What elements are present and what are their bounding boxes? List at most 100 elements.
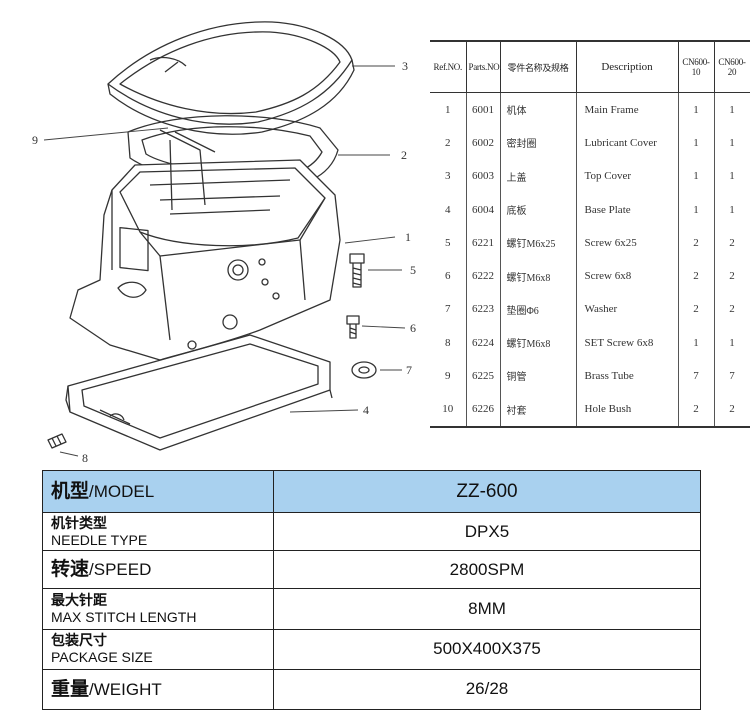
callout-7: 7 [406, 363, 412, 377]
leader-lines [43, 65, 406, 457]
parts-cell-part: 6001 [466, 92, 501, 127]
parts-cell-ref: 5 [430, 226, 467, 260]
parts-cell-ref: 3 [430, 159, 467, 193]
parts-cell-cn: 底板 [500, 192, 577, 227]
parts-cell-q1: 1 [678, 126, 715, 160]
callout-3: 3 [402, 59, 408, 73]
set-screw-8-part [47, 433, 67, 449]
spec-label-weight-en: /WEIGHT [89, 679, 162, 699]
spec-value-needle: DPX5 [273, 512, 701, 552]
main-frame-part [69, 159, 341, 361]
parts-cell-desc: Base Plate [576, 192, 679, 227]
parts-cell-q2: 1 [714, 126, 750, 160]
parts-cell-cn: 螺钉M6x8 [500, 259, 577, 293]
parts-cell-q2: 2 [714, 226, 750, 260]
parts-cell-ref: 7 [430, 292, 467, 326]
parts-cell-q2: 2 [714, 392, 750, 429]
parts-cell-desc: Lubricant Cover [576, 126, 679, 160]
parts-cell-ref: 8 [430, 326, 467, 360]
header-cn600-10: CN600-10 [678, 40, 715, 93]
screw-6-part [346, 315, 360, 339]
callout-6: 6 [410, 321, 416, 335]
parts-table-header: Ref.NO. Parts.NO. 零件名称及规格 Description CN… [430, 40, 750, 93]
spec-row-weight: 重量/WEIGHT 26/28 [42, 668, 701, 711]
spec-label-model: 机型/MODEL [42, 469, 274, 514]
parts-cell-desc: Brass Tube [576, 359, 679, 393]
parts-cell-q1: 1 [678, 159, 715, 193]
callout-5: 5 [410, 263, 416, 277]
header-cn600-20: CN600-20 [714, 40, 750, 93]
parts-cell-q2: 1 [714, 326, 750, 360]
callout-9: 9 [32, 133, 38, 147]
spec-label-package-cn: 包装尺寸 [51, 632, 107, 649]
spec-label-stitch-cn: 最大针距 [51, 592, 107, 609]
parts-cell-part: 6226 [466, 392, 501, 429]
parts-cell-q2: 1 [714, 92, 750, 127]
parts-cell-q1: 1 [678, 192, 715, 227]
spec-value-speed: 2800SPM [273, 550, 701, 590]
parts-cell-cn: 螺钉M6x8 [500, 326, 577, 360]
spec-label-package-en: PACKAGE SIZE [51, 649, 153, 666]
parts-cell-desc: Hole Bush [576, 392, 679, 429]
exploded-diagram-svg: 1 2 3 4 6 7 8 9 5 [32, 21, 416, 465]
parts-cell-desc: Main Frame [576, 92, 679, 127]
spec-label-needle-en: NEEDLE TYPE [51, 531, 148, 548]
parts-cell-q2: 1 [714, 192, 750, 227]
base-plate-part [65, 334, 333, 451]
parts-cell-q1: 7 [678, 359, 715, 393]
header-parts-no: Parts.NO. [466, 40, 502, 93]
parts-cell-desc: Screw 6x25 [576, 226, 679, 260]
parts-cell-q1: 2 [678, 392, 715, 429]
parts-cell-desc: SET Screw 6x8 [576, 326, 679, 360]
parts-cell-cn: 衬套 [500, 392, 577, 429]
parts-cell-cn: 螺钉M6x25 [500, 226, 577, 260]
spec-label-speed: 转速/SPEED [42, 550, 274, 590]
spec-row-model: 机型/MODEL ZZ-600 [42, 469, 701, 514]
exploded-diagram: 1 2 3 4 6 7 8 9 5 [0, 0, 430, 465]
spec-value-weight: 26/28 [273, 668, 701, 711]
spec-label-weight: 重量/WEIGHT [42, 668, 274, 711]
spec-label-speed-cn: 转速 [51, 559, 90, 581]
spec-value-model: ZZ-600 [273, 469, 701, 514]
parts-cell-part: 6223 [466, 292, 501, 326]
parts-cell-ref: 4 [430, 192, 467, 227]
parts-cell-desc: Top Cover [576, 159, 679, 193]
parts-cell-cn: 铜管 [500, 359, 577, 393]
spec-value-package: 500X400X375 [273, 628, 701, 670]
parts-cell-q2: 2 [714, 259, 750, 293]
parts-cell-part: 6003 [466, 159, 501, 193]
top-cover-part [107, 21, 355, 135]
parts-cell-q1: 2 [678, 292, 715, 326]
callout-8: 8 [82, 451, 88, 465]
parts-cell-part: 6224 [466, 326, 501, 360]
spec-label-speed-en: /SPEED [89, 560, 152, 580]
header-description: Description [576, 40, 679, 93]
parts-cell-part: 6222 [466, 259, 501, 293]
callout-2: 2 [401, 148, 407, 162]
parts-cell-ref: 10 [430, 392, 467, 429]
parts-cell-cn: 垫圈Φ6 [500, 292, 577, 326]
parts-cell-q1: 2 [678, 226, 715, 260]
parts-cell-ref: 2 [430, 126, 467, 160]
parts-cell-q1: 1 [678, 92, 715, 127]
parts-cell-q2: 2 [714, 292, 750, 326]
parts-cell-ref: 9 [430, 359, 467, 393]
spec-label-needle-cn: 机针类型 [51, 514, 107, 531]
header-name-spec: 零件名称及规格 [500, 40, 577, 93]
parts-cell-cn: 密封圈 [500, 126, 577, 160]
brass-tube-9-part [159, 129, 216, 211]
parts-cell-ref: 1 [430, 92, 467, 127]
callout-4: 4 [363, 403, 369, 417]
parts-cell-desc: Washer [576, 292, 679, 326]
parts-cell-q2: 7 [714, 359, 750, 393]
